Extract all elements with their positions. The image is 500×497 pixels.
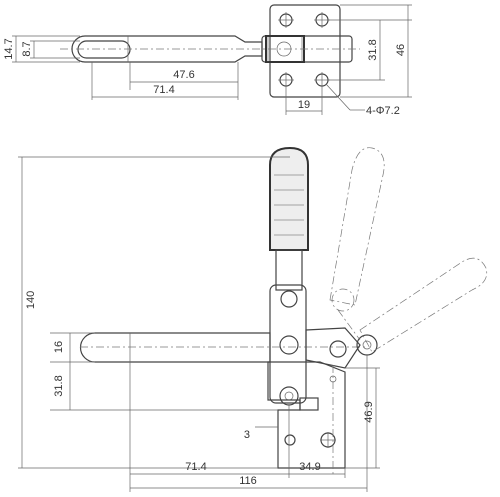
top-base-plate (269, 4, 341, 98)
dim-mount-holes: 4-Φ7.2 (366, 105, 400, 117)
dim-overall-length: 116 (239, 475, 257, 487)
base-block (267, 361, 346, 469)
handle-grip (269, 146, 309, 251)
side-view: 140 16 31.8 3 46.9 71.4 34.9 116 (18, 146, 488, 492)
dim-arm-reach: 71.4 (185, 461, 206, 473)
dim-arm-offset: 16 (53, 341, 65, 353)
dim-arm-length: 71.4 (153, 84, 174, 96)
clamp-arm (79, 332, 271, 363)
pivot-icon (280, 290, 298, 308)
mount-hole-icon (284, 434, 296, 446)
dim-base-width: 34.9 (299, 461, 320, 473)
clamp-body (269, 284, 307, 404)
dim-hole-height: 46.9 (363, 401, 375, 422)
stop-block (299, 397, 319, 411)
handle-open-position-1 (329, 147, 385, 306)
dim-slot-length: 47.6 (173, 69, 194, 81)
dim-bar-height: 14.7 (3, 38, 15, 59)
arm-slot (77, 40, 131, 59)
pivot-icon (279, 386, 299, 406)
dim-slot-width: 8.7 (21, 41, 33, 56)
handle-stem (275, 249, 303, 291)
dim-base-offset: 3 (244, 429, 250, 441)
pivot-icon (279, 335, 299, 355)
dim-base-height: 46 (395, 44, 407, 56)
dim-total-height: 140 (25, 291, 37, 309)
pivot-icon (329, 340, 347, 358)
linkage (305, 327, 361, 369)
dim-arm-height: 31.8 (53, 375, 65, 396)
top-view: 14.7 8.7 47.6 71.4 31.8 46 19 4-Φ7.2 (3, 4, 412, 117)
handle-open-position-2 (359, 257, 488, 353)
dim-hole-spacing-y: 31.8 (367, 39, 379, 60)
dim-hole-spacing-x: 19 (298, 99, 310, 111)
